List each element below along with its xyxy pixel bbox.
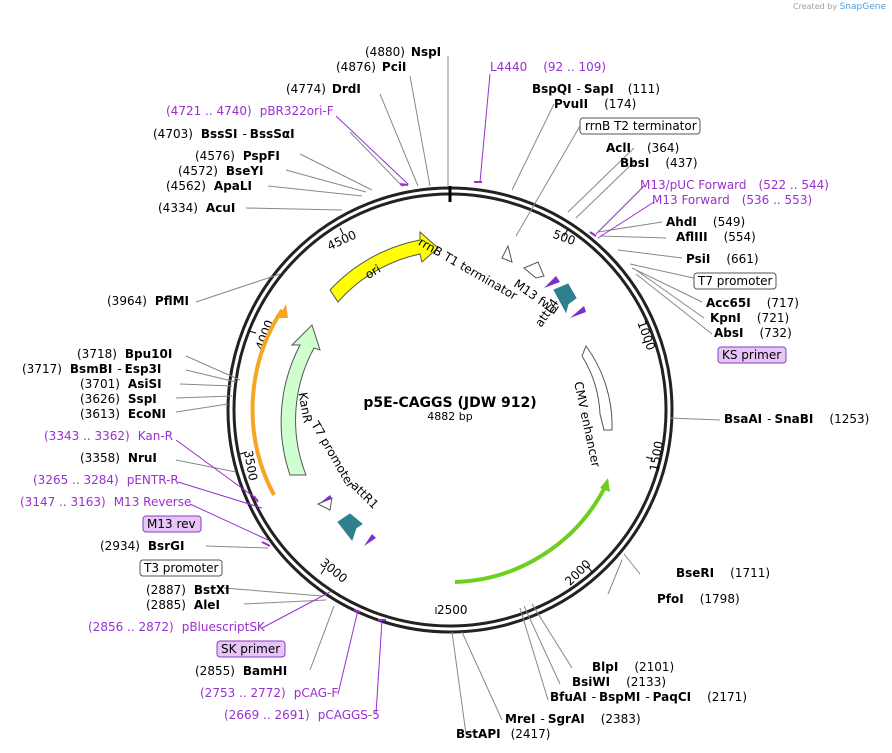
attl4-arrow[interactable]	[553, 283, 577, 314]
primer-pcaggs-5: (2669 .. 2691)pCAGGS-5	[224, 708, 380, 722]
svg-text:M13 rev: M13 rev	[147, 517, 196, 531]
snapgene-logo: Created by SnapGene	[793, 2, 886, 12]
site-pspfi: (4576)PspFI	[195, 149, 280, 163]
orange-arc	[250, 308, 284, 496]
attr1-primer	[364, 534, 376, 546]
rrnb-t2-arrow[interactable]	[501, 244, 513, 263]
primer-pbr322ori-f: (4721 .. 4740)pBR322ori-F	[166, 104, 334, 118]
site-bsaai-snabi: BsaAI-SnaBI(1253)	[724, 412, 869, 426]
site-acui: (4334)AcuI	[158, 201, 235, 215]
site-pflmi: (3964)PflMI	[107, 294, 189, 308]
green-arc-head	[600, 478, 610, 492]
site-bspqi-sapi: BspQI-SapI(111)	[532, 82, 660, 96]
plasmid-name: p5E-CAGGS (JDW 912)	[363, 395, 536, 411]
site-afliii: AflIII(554)	[676, 230, 756, 244]
primer-l4440: L4440(92 .. 109)	[490, 60, 606, 74]
primer-kan-r: (3343 .. 3362)Kan-R	[44, 429, 173, 443]
primer-m13-puc-forward: M13/pUC Forward(522 .. 544)	[640, 178, 829, 192]
box-t3-promoter[interactable]: T3 promoter	[139, 559, 223, 577]
site-bstxi: (2887)BstXI	[146, 583, 230, 597]
site-absi: AbsI(732)	[714, 326, 792, 340]
site-pfoi: PfoI(1798)	[657, 592, 740, 606]
svg-text:T7 promoter: T7 promoter	[697, 274, 773, 288]
site-bseyi: (4572)BseYI	[178, 164, 264, 178]
site-nspi: (4880)NspI	[365, 45, 441, 59]
site-alei: (2885)AleI	[146, 598, 220, 612]
site-kpni: KpnI(721)	[710, 311, 789, 325]
svg-text:T3 promoter: T3 promoter	[143, 561, 219, 575]
site-acc65i: Acc65I(717)	[706, 296, 799, 310]
site-pvuii: PvuII(174)	[554, 97, 636, 111]
attl4-primer	[570, 306, 586, 318]
box-t7-promoter[interactable]: T7 promoter	[693, 272, 777, 290]
tick-3500: 3500	[241, 449, 260, 482]
primer-pbluescriptsk: (2856 .. 2872)pBluescriptSK	[88, 620, 266, 634]
site-sspi: (3626)SspI	[80, 392, 157, 406]
site-ahdi: AhdI(549)	[666, 215, 745, 229]
kanr-label: KanR	[296, 391, 315, 424]
tick-3000: 3000	[318, 555, 350, 585]
site-econi: (3613)EcoNI	[80, 407, 166, 421]
attr1-label: attR1	[348, 479, 381, 512]
tick-1500: 1500	[647, 440, 666, 473]
site-mrei-sgrai: MreI-SgrAI(2383)	[505, 712, 641, 726]
primer-pcag-f: (2753 .. 2772)pCAG-F	[200, 686, 338, 700]
ori-arrow[interactable]	[329, 230, 439, 303]
site-bfuai: BfuAI-BspMI-PaqCI(2171)	[550, 690, 747, 704]
box-sk-primer[interactable]: SK primer	[216, 640, 286, 658]
orange-arc-head	[278, 304, 288, 318]
site-acli: AclI(364)	[606, 141, 679, 155]
site-psii: PsiI(661)	[686, 252, 759, 266]
site-nrui: (3358)NruI	[80, 451, 157, 465]
tick-2500: 2500	[437, 603, 468, 617]
ori-label: ori	[363, 262, 384, 282]
box-m13-rev[interactable]: M13 rev	[142, 515, 202, 533]
svg-text:SK primer: SK primer	[221, 642, 280, 656]
primer-pentr-r: (3265 .. 3284)pENTR-R	[33, 473, 179, 487]
site-apali: (4562)ApaLI	[166, 179, 252, 193]
primer-marks	[253, 181, 597, 621]
box-ks-primer[interactable]: KS primer	[717, 346, 787, 364]
site-drdi: (4774)DrdI	[286, 82, 361, 96]
t7-promoter-label: T7 promoter	[308, 418, 358, 490]
site-bstapi: BstAPI(2417)	[456, 727, 550, 741]
site-bamhi: (2855)BamHI	[195, 664, 287, 678]
box-rrnb-t2[interactable]: rrnB T2 terminator	[579, 117, 701, 135]
site-pcii: (4876)PciI	[336, 60, 406, 74]
kanr-arrow[interactable]	[280, 324, 321, 476]
site-bsssi: (4703)BssSI-BssSαI	[153, 127, 295, 141]
primer-m13-forward: M13 Forward(536 .. 553)	[652, 193, 812, 207]
primer-m13-reverse: (3147 .. 3163)M13 Reverse	[20, 495, 191, 509]
rrnb-t1-arrow[interactable]	[523, 261, 545, 279]
site-bsmbi-esp3i: (3717)BsmBI-Esp3I	[22, 362, 161, 376]
m13-rev-mark	[320, 495, 332, 503]
site-bpu10i: (3718)Bpu10I	[77, 347, 172, 361]
site-bseri: BseRI(1711)	[676, 566, 770, 580]
attr1-arrow[interactable]	[337, 513, 363, 542]
tick-500: 500	[551, 227, 577, 248]
ruler-ticks	[239, 227, 654, 614]
svg-text:rrnB T2 terminator: rrnB T2 terminator	[585, 119, 697, 133]
plasmid-size: 4882 bp	[427, 410, 472, 423]
site-bbsi: BbsI(437)	[620, 156, 698, 170]
green-arc	[454, 484, 608, 584]
site-blpi: BlpI(2101)	[592, 660, 674, 674]
site-bsrgi: (2934)BsrGI	[100, 539, 184, 553]
svg-text:KS primer: KS primer	[722, 348, 781, 362]
cmv-enhancer-arrow[interactable]	[581, 344, 613, 431]
site-asisi: (3701)AsiSI	[80, 377, 162, 391]
m13-fwd-mark	[544, 276, 560, 288]
rrnb-t1-label: rrnB T1 terminator	[416, 235, 520, 303]
site-bsiwi: BsiWI(2133)	[572, 675, 666, 689]
